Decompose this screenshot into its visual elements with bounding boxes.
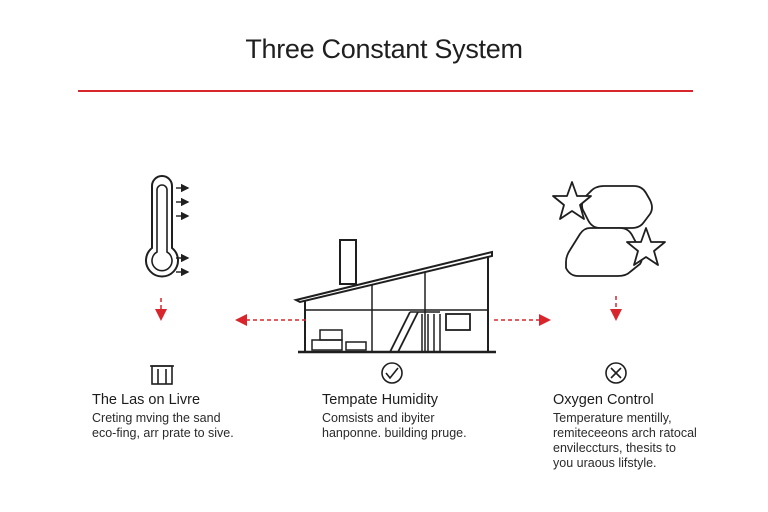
diagram-title: Three Constant System — [245, 34, 523, 64]
description-line: eco-fing, arr prate to sive. — [92, 426, 234, 440]
hexagons-stars-icon — [552, 181, 666, 277]
column-left: The Las on Livre Creting mving the sand … — [92, 392, 234, 441]
column-center: Tempate Humidity Comsists and ibyiter ha… — [322, 392, 467, 441]
column-description: Comsists and ibyiter hanponne. building … — [322, 411, 467, 441]
x-circle-icon — [605, 362, 627, 384]
column-heading: Oxygen Control — [553, 392, 654, 408]
description-line: Creting mving the sand — [92, 411, 221, 425]
description-line: you uraous lifstyle. — [553, 456, 657, 470]
column-description: Creting mving the sand eco-fing, arr pra… — [92, 411, 234, 441]
column-heading: Tempate Humidity — [322, 392, 439, 408]
check-circle-icon — [381, 362, 403, 384]
description-line: Comsists and ibyiter — [322, 411, 435, 425]
description-line: envileccturs, thesits to — [553, 441, 676, 455]
title-underline — [78, 90, 693, 92]
column-description: Temperature mentilly, remiteceeons arch … — [553, 411, 697, 471]
column-heading: The Las on Livre — [92, 392, 201, 408]
pillar-icon — [150, 365, 174, 385]
description-line: hanponne. building pruge. — [322, 426, 467, 440]
description-line: Temperature mentilly, — [553, 411, 672, 425]
column-right: Oxygen Control Temperature mentilly, rem… — [553, 392, 697, 471]
thermometer-icon — [145, 175, 190, 278]
description-line: remiteceeons arch ratocal — [553, 426, 697, 440]
house-icon — [293, 239, 496, 354]
